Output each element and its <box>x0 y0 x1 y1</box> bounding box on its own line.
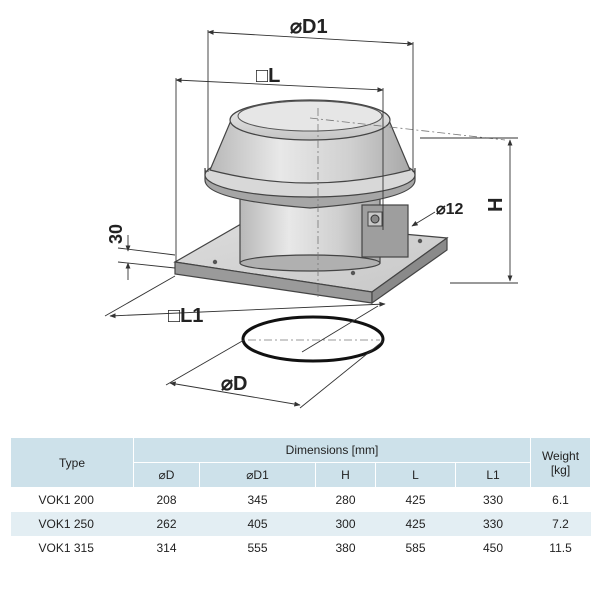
label-d: ⌀D <box>221 373 247 395</box>
cell-h: 300 <box>315 512 376 536</box>
cell-weight: 6.1 <box>552 493 569 507</box>
cell-weight: 11.5 <box>549 541 572 555</box>
header-weight-line2: [kg] <box>550 462 571 477</box>
header-type: Type <box>10 437 134 488</box>
cell-d1: 345 <box>247 493 268 507</box>
cell-l: 425 <box>405 493 426 507</box>
label-l: □L <box>256 65 280 87</box>
cell-l1: 330 <box>455 512 531 536</box>
cell-l1: 330 <box>482 493 504 507</box>
cell-h: 280 <box>335 493 356 507</box>
column-header: ⌀D1 <box>199 462 316 488</box>
label-l1: □L1 <box>168 305 203 327</box>
cell-d: 208 <box>156 493 177 507</box>
fan-housing <box>204 99 416 209</box>
header-dimensions: Dimensions [mm] <box>132 437 532 463</box>
table-row: VOK1 315 314 555 380 585 450 11.5 <box>11 536 591 560</box>
cell-type: VOK1 200 <box>38 493 94 507</box>
cell-l: 585 <box>405 541 426 555</box>
technical-drawing: ⌀D1 □L H 30 ⌀12 □L1 ⌀D <box>104 16 518 409</box>
table-row: VOK1 250 262 405 300 425 330 7.2 <box>10 512 591 536</box>
center-lines <box>248 108 506 341</box>
label-30: 30 <box>106 224 126 244</box>
label-d12: ⌀12 <box>436 201 464 218</box>
column-header: L1 <box>454 462 532 488</box>
cell-type: VOK1 250 <box>10 512 134 536</box>
cell-d: 314 <box>156 541 177 555</box>
header-weight-line1: Weight <box>541 448 580 463</box>
cell-d: 262 <box>133 512 200 536</box>
label-h: H <box>485 198 507 212</box>
dimension-lines <box>104 29 518 409</box>
column-header: L <box>375 462 456 488</box>
header-weight: Weight [kg] <box>530 437 592 488</box>
cell-type: VOK1 315 <box>38 541 94 555</box>
cell-d1: 555 <box>247 541 268 555</box>
table-subheader-row: ⌀D ⌀D1 H L L1 <box>11 462 591 488</box>
column-header: H <box>315 462 376 488</box>
cell-l1: 450 <box>482 541 504 555</box>
table-row: VOK1 200 208 345 280 425 330 6.1 <box>11 488 591 513</box>
cell-d1: 405 <box>199 512 316 536</box>
duct-ring <box>241 315 385 363</box>
cell-l: 425 <box>375 512 456 536</box>
label-d1: ⌀D1 <box>290 16 328 38</box>
table-header-row: Type Dimensions [mm] Weight [kg] <box>10 437 592 488</box>
dimensions-table: Type Dimensions [mm] Weight [kg] ⌀D ⌀D1 … <box>10 437 592 560</box>
cell-weight: 7.2 <box>530 512 591 536</box>
cell-h: 380 <box>335 541 356 555</box>
column-header: ⌀D <box>133 462 200 488</box>
